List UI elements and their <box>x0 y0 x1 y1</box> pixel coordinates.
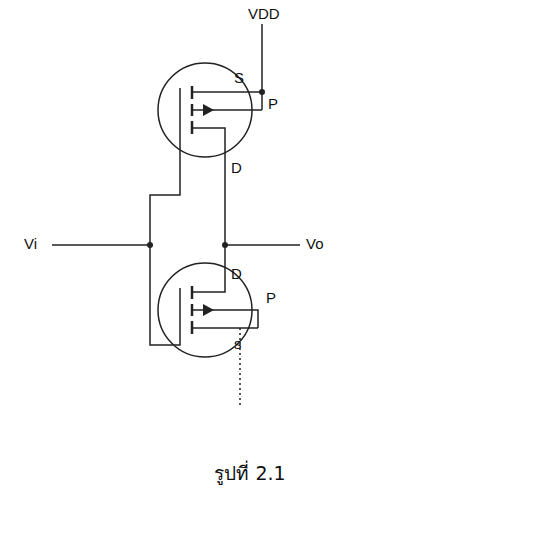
source-wire <box>192 91 262 93</box>
drain-wire <box>192 128 225 292</box>
pin-label: s <box>234 336 242 351</box>
body-wire <box>192 109 262 111</box>
signal-label: Vo <box>306 236 324 251</box>
channel <box>191 286 194 299</box>
pin-label: S <box>234 70 244 85</box>
gate-wire <box>150 132 180 345</box>
pin-label: D <box>231 160 242 175</box>
signal-label: Vi <box>24 236 37 251</box>
pin-label: P <box>266 290 276 305</box>
junction-dot <box>222 242 228 248</box>
supply-label: VDD <box>248 6 280 21</box>
pin-label: P <box>268 96 278 111</box>
junction-dot <box>147 242 153 248</box>
output-wire <box>225 244 300 246</box>
gate-plate <box>179 88 181 132</box>
pin-label: D <box>231 266 242 281</box>
body-wire <box>192 310 258 328</box>
body-arrow <box>203 104 214 116</box>
source-wire <box>192 327 258 329</box>
vdd-wire <box>261 24 263 110</box>
figure-caption: รูปที่ 2.1 <box>214 462 285 485</box>
gate-plate <box>179 288 181 332</box>
input-wire <box>52 244 150 246</box>
junction-dot <box>259 89 265 95</box>
body-arrow <box>203 304 214 316</box>
